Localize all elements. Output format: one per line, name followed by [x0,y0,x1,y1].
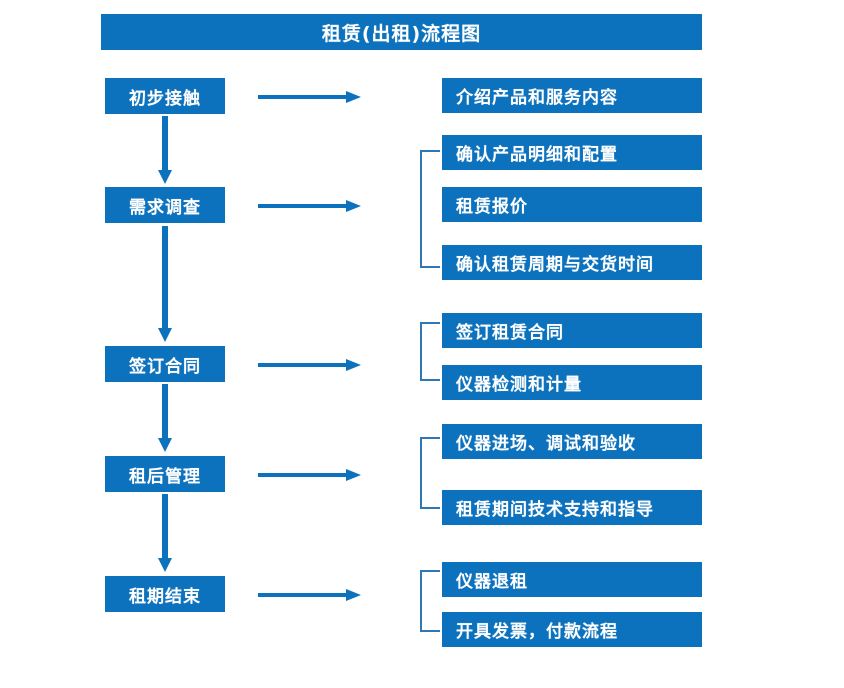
down-arrow-icon-1 [156,116,174,186]
stage-box-initial-contact[interactable]: 初步接触 [105,78,225,114]
detail-label: 介绍产品和服务内容 [456,88,618,108]
group-bracket-sign-contract [420,322,440,381]
detail-box-confirm-period-delivery[interactable]: 确认租赁周期与交货时间 [442,245,702,280]
detail-box-introduce-products[interactable]: 介绍产品和服务内容 [442,78,702,113]
detail-box-sign-rental-contract[interactable]: 签订租赁合同 [442,313,702,348]
down-arrow-icon-4 [156,494,174,574]
stage-label: 租期结束 [129,586,201,607]
detail-label: 仪器进场、调试和验收 [456,434,636,454]
detail-box-confirm-product-spec[interactable]: 确认产品明细和配置 [442,135,702,170]
stage-box-needs-survey[interactable]: 需求调查 [105,187,225,223]
stage-box-post-rental-management[interactable]: 租后管理 [105,456,225,492]
group-bracket-post-rental [420,437,440,509]
stage-label: 签订合同 [129,356,201,377]
detail-label: 确认产品明细和配置 [456,145,618,165]
right-arrow-icon-1 [258,89,362,103]
stage-box-rental-end[interactable]: 租期结束 [105,576,225,612]
detail-label: 仪器退租 [456,572,528,592]
detail-box-technical-support[interactable]: 租赁期间技术支持和指导 [442,490,702,525]
stage-label: 需求调查 [129,197,201,218]
detail-label: 仪器检测和计量 [456,375,582,395]
detail-label: 租赁报价 [456,197,528,217]
stage-label: 租后管理 [129,466,201,487]
stage-box-sign-contract[interactable]: 签订合同 [105,346,225,382]
down-arrow-icon-3 [156,384,174,454]
detail-label: 开具发票，付款流程 [456,622,618,642]
right-arrow-icon-5 [258,587,362,601]
down-arrow-icon-2 [156,226,174,344]
detail-label: 确认租赁周期与交货时间 [456,255,654,275]
right-arrow-icon-2 [258,198,362,212]
group-bracket-rental-end [420,570,440,632]
detail-box-instrument-entry-commissioning[interactable]: 仪器进场、调试和验收 [442,424,702,459]
detail-box-instrument-inspection[interactable]: 仪器检测和计量 [442,365,702,400]
page-title: 租赁(出租)流程图 [321,22,482,45]
detail-box-invoice-payment[interactable]: 开具发票，付款流程 [442,612,702,647]
group-bracket-needs-survey [420,150,440,268]
stage-label: 初步接触 [129,88,201,109]
right-arrow-icon-3 [258,357,362,371]
detail-box-instrument-return[interactable]: 仪器退租 [442,562,702,597]
detail-label: 签订租赁合同 [456,323,564,343]
right-arrow-icon-4 [258,467,362,481]
flowchart-title-bar: 租赁(出租)流程图 [101,14,702,50]
detail-label: 租赁期间技术支持和指导 [456,500,654,520]
detail-box-rental-quotation[interactable]: 租赁报价 [442,187,702,222]
